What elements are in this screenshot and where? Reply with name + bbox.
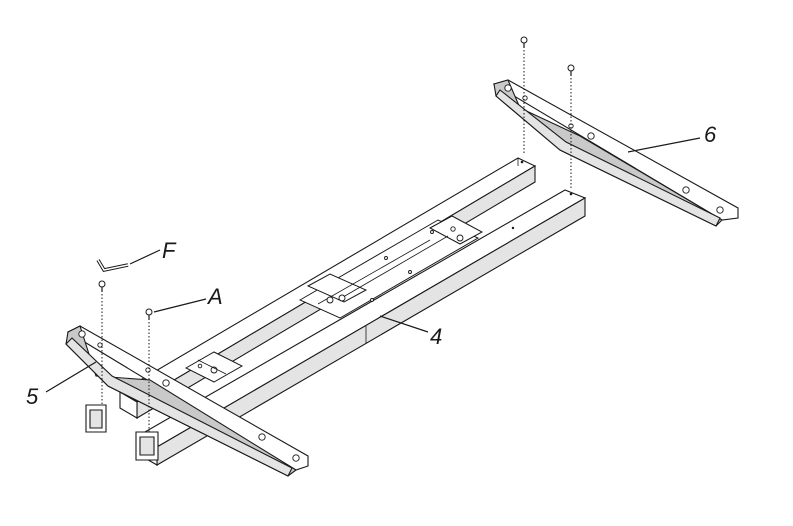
center-cross-plate bbox=[298, 215, 484, 319]
hex-key-icon bbox=[96, 259, 129, 272]
leader-a bbox=[153, 298, 207, 313]
screw-right-1 bbox=[520, 36, 528, 155]
callout-4: 4 bbox=[430, 324, 442, 349]
screws bbox=[98, 36, 575, 432]
beam-end-stubs bbox=[85, 404, 159, 461]
side-bracket-right bbox=[492, 79, 739, 227]
left-cross-plate bbox=[184, 351, 244, 383]
leader-lines bbox=[45, 137, 701, 393]
callout-6: 6 bbox=[704, 122, 717, 147]
screw-left-2 bbox=[145, 308, 153, 432]
screw-right-2 bbox=[567, 64, 575, 188]
callout-a: A bbox=[206, 284, 223, 309]
side-bracket-left bbox=[65, 325, 309, 477]
leader-6 bbox=[627, 137, 701, 153]
frame-beams bbox=[85, 157, 587, 466]
callout-f: F bbox=[162, 238, 177, 263]
leader-5 bbox=[45, 361, 97, 393]
screw-left-1 bbox=[98, 280, 106, 405]
leader-f bbox=[129, 249, 161, 265]
callout-5: 5 bbox=[26, 384, 39, 409]
leader-4 bbox=[379, 315, 429, 333]
